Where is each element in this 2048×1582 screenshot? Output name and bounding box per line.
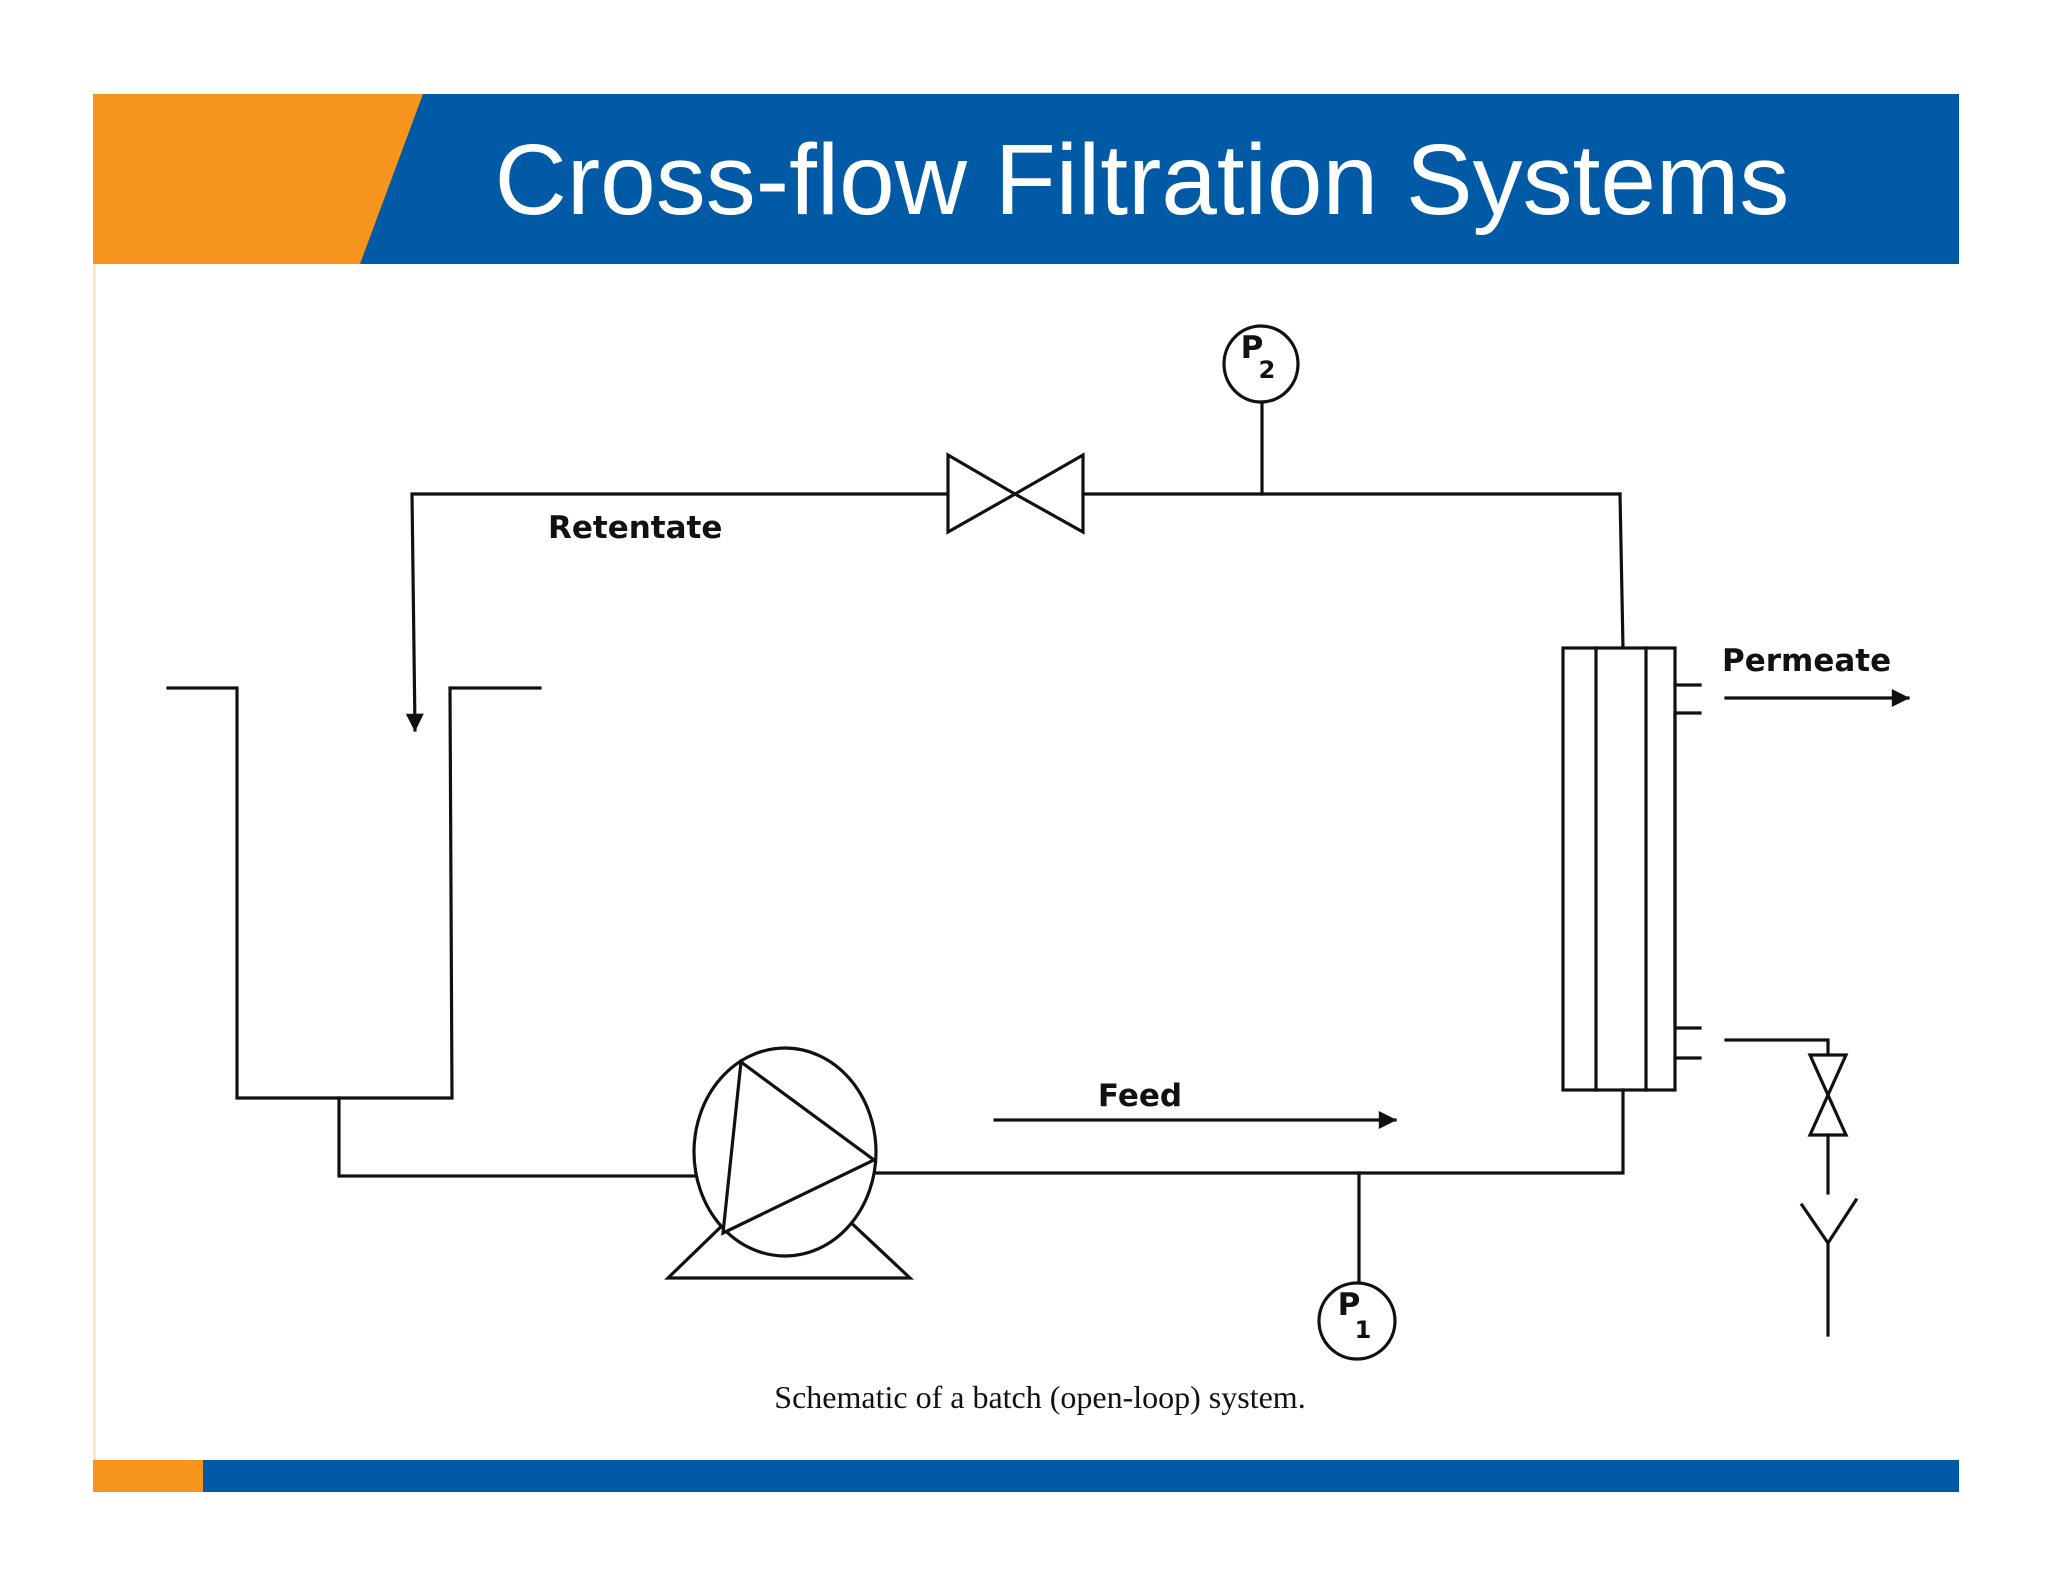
header-band: Cross-flow Filtration Systems <box>93 94 1959 264</box>
permeate-port <box>1673 683 1702 1060</box>
gauge-p1-subscript: 1 <box>1355 1316 1372 1344</box>
membrane-module <box>1561 646 1677 1092</box>
slide-title: Cross-flow Filtration Systems <box>495 124 1790 236</box>
module-top-connection <box>1618 492 1625 650</box>
left-edge-tint <box>93 264 96 1460</box>
pressure-gauge-p2: P 2 <box>1222 324 1300 404</box>
drain-line <box>1724 1038 1830 1057</box>
feed-label: Feed <box>1098 1078 1182 1114</box>
feed-line-return <box>874 1088 1625 1175</box>
gauge-p2-letter: P <box>1241 330 1264 366</box>
retentate-label: Retentate <box>548 510 722 546</box>
header-orange-accent <box>93 94 423 264</box>
diagram-caption: Schematic of a batch (open-loop) system. <box>774 1379 1305 1415</box>
permeate-label: Permeate <box>1722 643 1891 679</box>
filtration-schematic: Retentate P 2 Permeate <box>166 324 1910 1415</box>
gauge-p2-subscript: 2 <box>1259 356 1276 384</box>
pressure-gauge-p1: P 1 <box>1317 1281 1397 1361</box>
pump-icon <box>664 1046 915 1280</box>
footer-blue-bar <box>203 1460 1959 1492</box>
drain-valve-icon <box>1807 1053 1849 1137</box>
retentate-valve-icon <box>946 452 1085 535</box>
footer-orange-accent <box>93 1460 203 1492</box>
gauge-p1-letter: P <box>1338 1287 1361 1323</box>
footer-band <box>93 1460 1959 1492</box>
tank-outlet-line <box>337 1096 700 1178</box>
tank <box>166 686 542 1100</box>
drain-outlet-icon <box>1799 1197 1859 1246</box>
retentate-return-line <box>405 492 950 732</box>
